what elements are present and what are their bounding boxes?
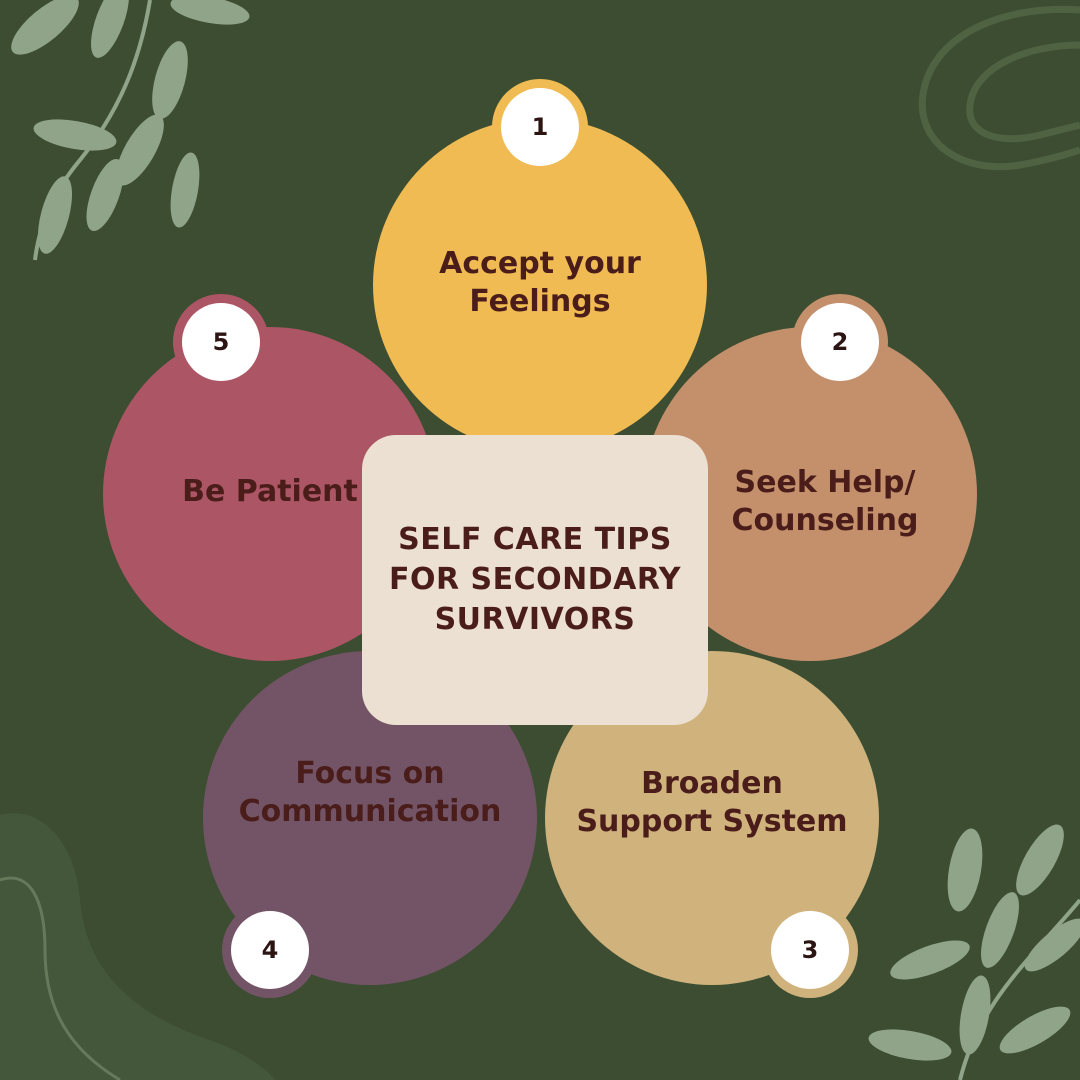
tip-label-1: Accept your Feelings (439, 245, 641, 319)
swirl-top-right (918, 5, 1080, 171)
tip-badge-ring-4: 4 (222, 902, 318, 998)
center-title: SELF CARE TIPS FOR SECONDARY SURVIVORS (388, 522, 682, 637)
tip-number-5: 5 (182, 303, 260, 381)
tip-badge-ring-1: 1 (492, 79, 588, 175)
tip-label-3: Broaden Support System (576, 766, 848, 839)
leaf-branch-top-left (11, 0, 250, 261)
blob-outline-bottom-left (0, 876, 121, 1080)
tip-label-4: Focus on Communication (238, 756, 502, 829)
tip-badge-ring-5: 5 (173, 294, 269, 390)
leaf-branch-bottom-right (868, 824, 1080, 1080)
tip-label-2: Seek Help/ Counseling (731, 464, 919, 538)
tip-badge-ring-3: 3 (762, 902, 858, 998)
tip-badge-ring-2: 2 (792, 294, 888, 390)
tip-number-3: 3 (771, 911, 849, 989)
center-title-box: SELF CARE TIPS FOR SECONDARY SURVIVORS (362, 435, 708, 725)
tip-number-1: 1 (501, 88, 579, 166)
tip-label-5: Be Patient (182, 473, 358, 509)
blob-bottom-left (0, 813, 275, 1080)
tip-petal-1: Accept your Feelings (373, 118, 707, 452)
tip-number-4: 4 (231, 911, 309, 989)
tip-number-2: 2 (801, 303, 879, 381)
